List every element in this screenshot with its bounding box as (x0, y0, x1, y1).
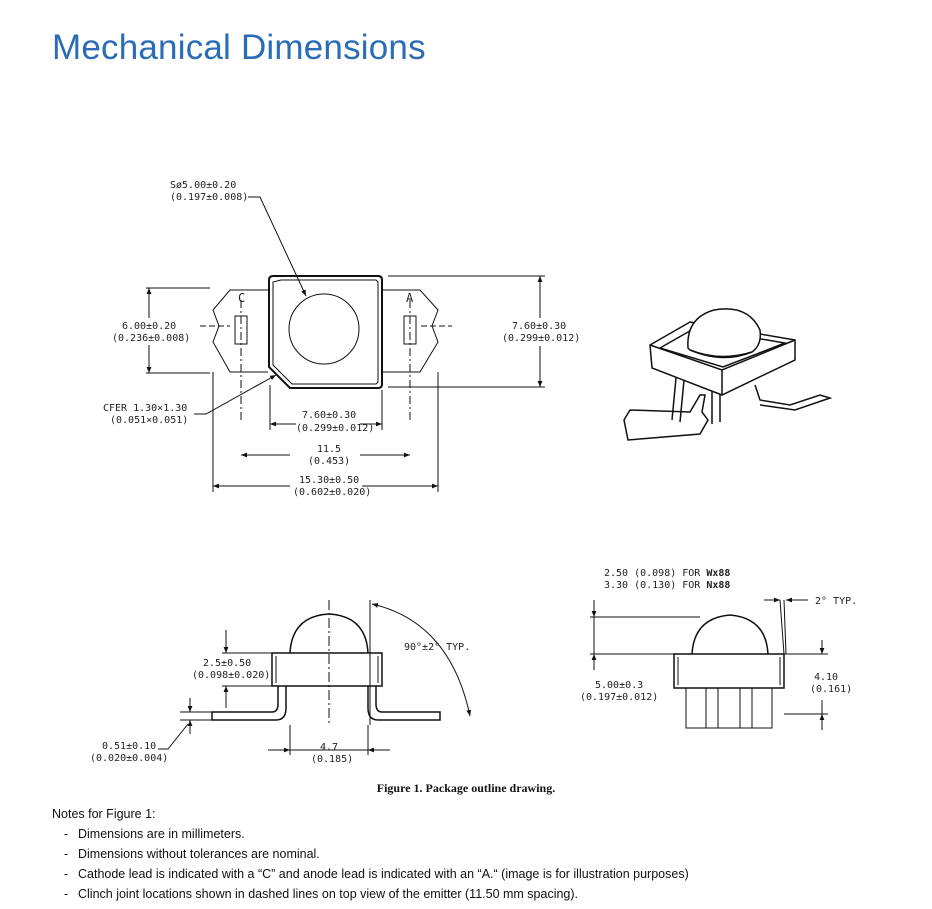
top-view-labels: Sø5.00±0.20 (0.197±0.008) C A 6.00±0.20 … (103, 180, 580, 498)
note-item: Dimensions are in millimeters. (64, 827, 689, 841)
side-view (158, 600, 472, 755)
package-body (268, 275, 383, 389)
for-wx88-label: 2.50 (0.098) FOR Wx88 (604, 568, 730, 579)
front-right-inch: (0.161) (810, 684, 852, 695)
for-nx88-label: 3.30 (0.130) FOR Nx88 (604, 580, 730, 591)
front-view-labels: 2.50 (0.098) FOR Wx88 3.30 (0.130) FOR N… (580, 568, 857, 703)
package-body-inner (272, 279, 379, 385)
height-right-inch: (0.299±0.012) (502, 333, 580, 344)
side-view-labels: 90°±2° TYP. 2.5±0.50 (0.098±0.020) 0.51±… (90, 642, 470, 765)
lens-dim-inch: (0.197±0.008) (170, 192, 248, 203)
notes-section: Notes for Figure 1: Dimensions are in mi… (52, 807, 689, 907)
front-height-inch: (0.197±0.012) (580, 692, 658, 703)
span-inch: (0.185) (311, 754, 353, 765)
isometric-view (623, 308, 833, 441)
pitch-inch: (0.453) (308, 456, 350, 467)
cfer-inch: (0.051×0.051) (110, 415, 188, 426)
cathode-label: C (238, 291, 245, 305)
note-item: Clinch joint locations shown in dashed l… (64, 887, 689, 901)
span-label: 4.7 (320, 742, 338, 753)
note-item: Dimensions without tolerances are nomina… (64, 847, 689, 861)
notes-list: Dimensions are in millimeters. Dimension… (52, 827, 689, 901)
lens-dim-label: Sø5.00±0.20 (170, 180, 236, 191)
pitch-label: 11.5 (317, 444, 341, 455)
front-view (590, 597, 828, 730)
figure-caption: Figure 1. Package outline drawing. (376, 781, 556, 795)
note-item: Cathode lead is indicated with a “C” and… (64, 867, 689, 881)
angle-label: 90°±2° TYP. (404, 642, 470, 653)
height-right-label: 7.60±0.30 (512, 321, 566, 332)
base-height-label: 2.5±0.50 (203, 658, 251, 669)
height-left-label: 6.00±0.20 (122, 321, 176, 332)
lead-thickness-label: 0.51±0.10 (102, 741, 156, 752)
total-width-inch: (0.602±0.020) (293, 487, 371, 498)
base-height-inch: (0.098±0.020) (192, 670, 270, 681)
lead-thickness-inch: (0.020±0.004) (90, 753, 168, 764)
front-right-label: 4.10 (814, 672, 838, 683)
body-width-inch: (0.299±0.012) (296, 423, 374, 434)
draft-angle-label: 2° TYP. (815, 596, 857, 607)
page-title: Mechanical Dimensions (52, 28, 426, 67)
height-left-inch: (0.236±0.008) (112, 333, 190, 344)
top-view (146, 196, 545, 492)
notes-heading: Notes for Figure 1: (52, 807, 156, 821)
front-height-label: 5.00±0.3 (595, 680, 643, 691)
lens-circle (288, 293, 360, 365)
total-width-label: 15.30±0.50 (299, 475, 359, 486)
anode-label: A (406, 291, 414, 305)
body-width-label: 7.60±0.30 (302, 410, 356, 421)
cfer-label: CFER 1.30×1.30 (103, 403, 187, 414)
